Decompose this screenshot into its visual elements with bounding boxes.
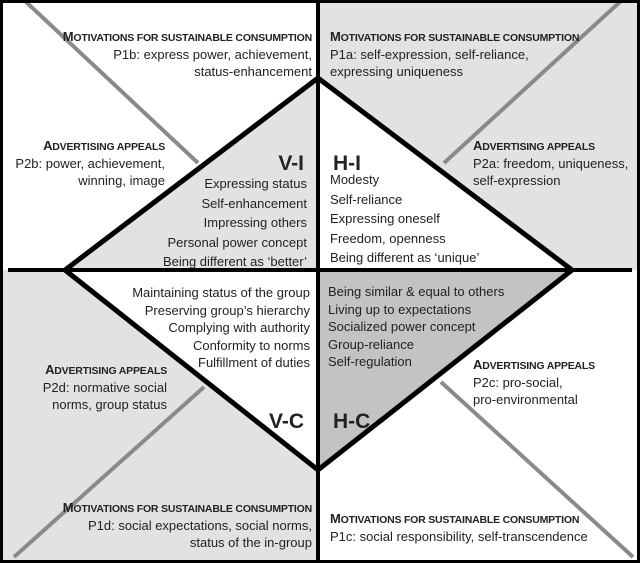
appeal-line: self-expression xyxy=(473,173,561,188)
motivation-line: P1a: self-expression, self-reliance, xyxy=(330,47,529,62)
list-item: Expressing oneself xyxy=(330,211,440,226)
hi-motivations: Motivations for sustainable consumption … xyxy=(330,29,579,80)
diagonal-bottom-right xyxy=(439,380,635,559)
diagonal-top-right xyxy=(442,0,624,165)
list-item: Freedom, openness xyxy=(330,230,446,246)
diagonal-bottom-left xyxy=(12,385,206,559)
hi-items: Modesty Self-reliance Expressing oneself… xyxy=(330,170,479,268)
motivation-header: Motivations for sustainable consumption xyxy=(62,29,312,44)
hi-label: H-I xyxy=(333,152,361,175)
vc-items: Maintaining status of the group Preservi… xyxy=(132,284,310,372)
list-item: Being different as ‘better’ xyxy=(162,254,307,269)
vc-motivations: Motivations for sustainable consumption … xyxy=(63,500,312,551)
hc-items: Being similar & equal to others Living u… xyxy=(328,283,504,371)
motivation-line: expressing uniqueness xyxy=(330,64,463,79)
list-item: Personal power concept xyxy=(167,234,307,250)
list-item: Living up to expectations xyxy=(328,301,472,317)
hc-motivations: Motivations for sustainable consumption … xyxy=(330,511,588,545)
motivation-line: P1d: social expectations, social norms, xyxy=(88,518,312,533)
appeal-line: winning, image xyxy=(78,173,165,188)
list-item: Being similar & equal to others xyxy=(328,284,505,299)
list-item: Group-reliance xyxy=(328,336,414,352)
motivation-header: Motivations for sustainable consumption xyxy=(62,500,312,515)
motivation-header: Motivations for sustainable consumption xyxy=(330,511,580,526)
appeal-line: norms, group status xyxy=(52,397,167,412)
list-item: Self-reliance xyxy=(330,191,403,207)
list-item: Complying with authority xyxy=(168,320,310,335)
diagonals xyxy=(12,0,635,559)
vi-label: V-I xyxy=(278,152,304,175)
motivation-line: status of the in-group xyxy=(189,535,312,550)
list-item: Conformity to norms xyxy=(192,337,310,353)
motivation-line: P1c: social responsibility, self-transce… xyxy=(330,529,588,544)
list-item: Expressing status xyxy=(204,176,307,191)
list-item: Fulfillment of duties xyxy=(198,355,310,370)
list-item: Preserving group’s hierarchy xyxy=(144,302,310,318)
appeal-line: P2a: freedom, uniqueness, xyxy=(473,156,629,171)
appeal-line: P2d: normative social xyxy=(42,380,167,395)
vc-label: V-C xyxy=(268,410,304,433)
appeal-header: Advertising appeals xyxy=(45,362,167,377)
motivation-line: P1b: express power, achievement, xyxy=(113,47,312,62)
list-item: Socialized power concept xyxy=(328,319,476,334)
diagonal-top-left xyxy=(22,0,200,165)
appeal-header: Advertising appeals xyxy=(473,357,595,372)
appeal-line: pro-environmental xyxy=(473,392,578,407)
appeal-header: Advertising appeals xyxy=(43,138,165,153)
appeal-header: Advertising appeals xyxy=(473,138,595,153)
vc-appeals: Advertising appeals P2d: normative socia… xyxy=(43,362,167,413)
diamond xyxy=(60,74,577,474)
list-item: Maintaining status of the group xyxy=(132,285,310,300)
vi-appeals: Advertising appeals P2b: power, achievem… xyxy=(15,138,165,189)
list-item: Being different as ‘unique’ xyxy=(330,250,480,265)
vi-motivations: Motivations for sustainable consumption … xyxy=(63,29,312,80)
motivation-line: status-enhancement xyxy=(194,64,312,79)
appeal-line: P2c: pro-social, xyxy=(473,375,563,390)
list-item: Self-regulation xyxy=(328,354,412,369)
list-item: Impressing others xyxy=(203,215,307,230)
appeal-line: P2b: power, achievement, xyxy=(15,156,165,171)
hc-label: H-C xyxy=(333,410,371,433)
list-item: Self-enhancement xyxy=(201,195,307,211)
hc-appeals: Advertising appeals P2c: pro-social, pro… xyxy=(473,357,595,408)
hi-appeals: Advertising appeals P2a: freedom, unique… xyxy=(473,138,628,189)
vi-items: Expressing status Self-enhancement Impre… xyxy=(163,174,307,272)
motivation-header: Motivations for sustainable consumption xyxy=(330,29,580,44)
list-item: Modesty xyxy=(330,172,380,187)
